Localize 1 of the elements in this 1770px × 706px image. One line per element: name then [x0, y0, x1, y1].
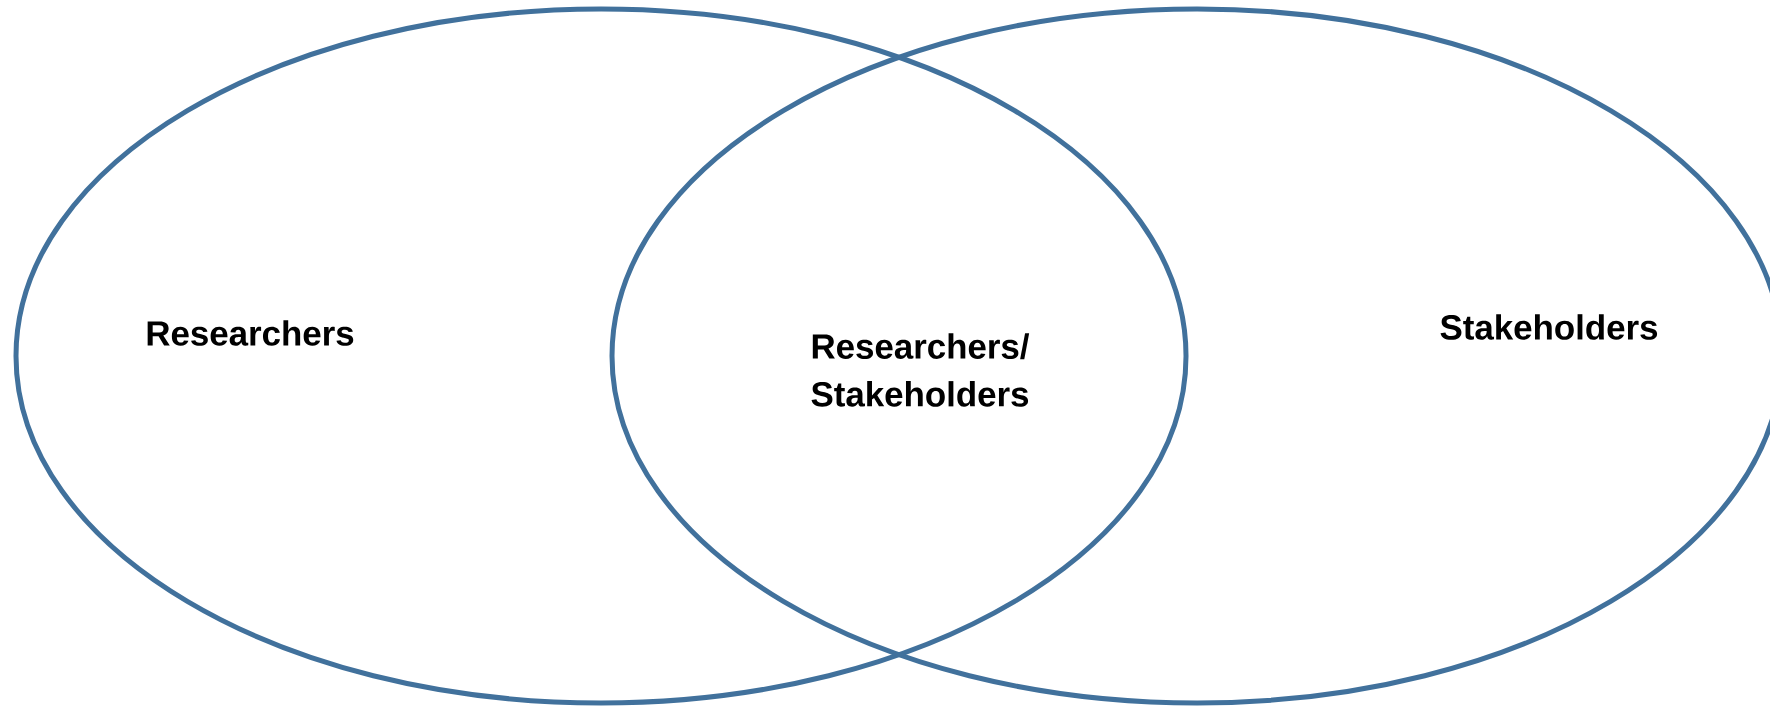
overlap-label: Researchers/ Stakeholders — [811, 333, 1030, 407]
